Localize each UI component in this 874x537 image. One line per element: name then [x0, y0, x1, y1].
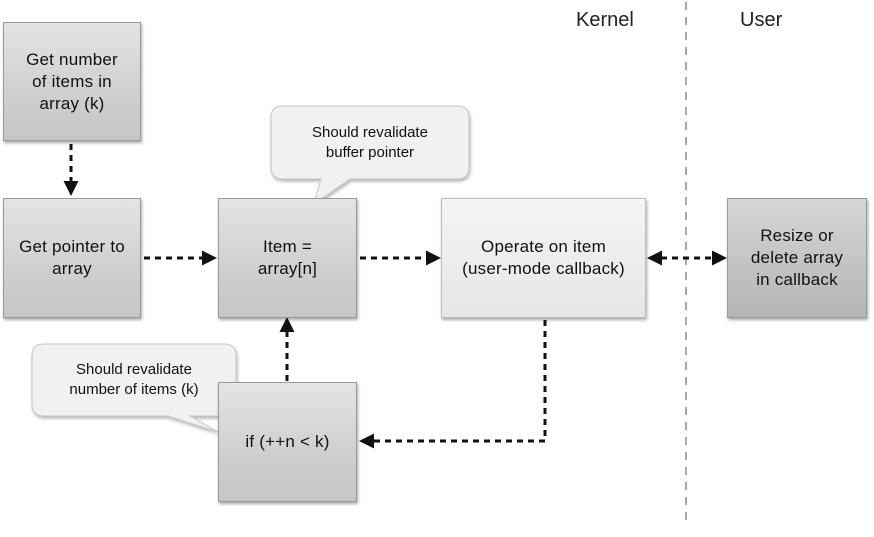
resize-label: Resize or delete array in callback [750, 226, 844, 289]
callout-buffer-bubble [270, 105, 470, 206]
callout-count-bubble [31, 343, 237, 433]
operate-label: Operate on item (user-mode callback) [462, 237, 625, 278]
callout-buffer-text: Should revalidate buffer pointer [312, 124, 428, 161]
item-box: Item = array[n] [218, 198, 357, 318]
loop-label: if (++n < k) [245, 432, 330, 451]
loop-box: if (++n < k) [218, 382, 357, 502]
callout-count-text: Should revalidate number of items (k) [69, 361, 199, 398]
get-pointer-label: Get pointer to array [19, 237, 125, 278]
get-count-label: Get number of items in array (k) [26, 49, 118, 113]
resize-box: Resize or delete array in callback [727, 198, 867, 318]
arrow-operate-to-loop [359, 320, 547, 449]
kernel-region-label: Kernel [576, 9, 634, 31]
operate-box: Operate on item (user-mode callback) [441, 198, 646, 318]
item-label: Item = array[n] [257, 237, 318, 278]
callout-count: Should revalidate number of items (k) [32, 347, 236, 413]
get-pointer-box: Get pointer to array [3, 198, 141, 318]
callout-buffer: Should revalidate buffer pointer [271, 110, 469, 176]
user-region-label: User [740, 9, 783, 31]
get-count-box: Get number of items in array (k) [3, 22, 141, 141]
